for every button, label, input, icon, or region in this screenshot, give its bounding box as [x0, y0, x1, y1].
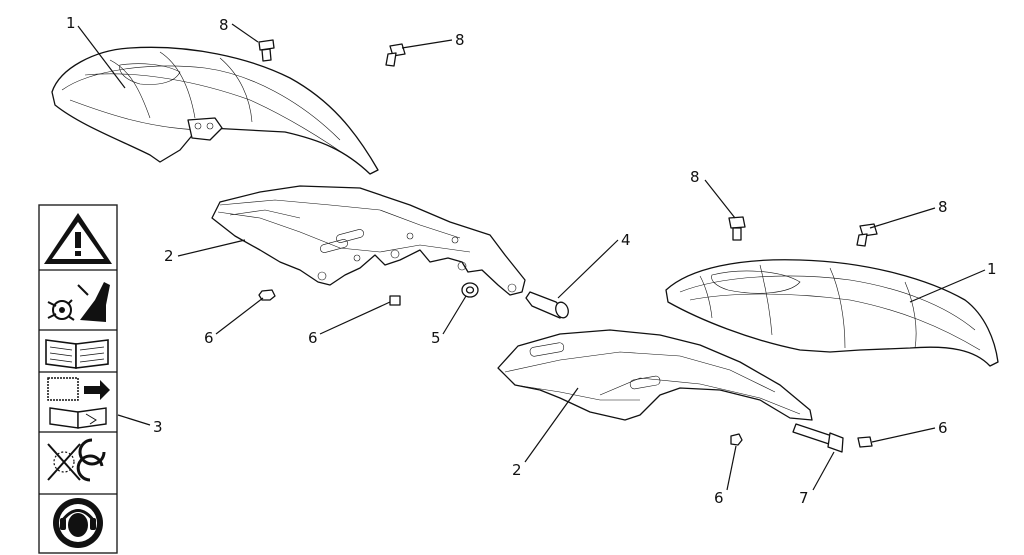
callout-6a: 6: [204, 329, 214, 347]
callout-6c: 6: [714, 489, 724, 507]
washer-part-5: [461, 282, 479, 298]
callout-1a: 1: [66, 14, 76, 32]
callout-5: 5: [431, 329, 441, 347]
bracket-part-2-lower: [497, 329, 813, 421]
callout-8a: 8: [219, 16, 229, 34]
cover-part-1-left: [51, 46, 379, 175]
safety-label-panel: [38, 204, 118, 554]
manual-book-icon: [45, 339, 109, 369]
rotating-blade-foot-icon: [47, 282, 110, 322]
bolt-part-7: [792, 423, 844, 453]
callout-2a: 2: [164, 247, 174, 265]
bolt-part-8a: [258, 39, 275, 62]
callout-4: 4: [621, 231, 631, 249]
callout-8c: 8: [690, 168, 700, 186]
sleeve-part-4: [525, 291, 569, 319]
callout-8d: 8: [938, 198, 948, 216]
callout-2b: 2: [512, 461, 522, 479]
nut-part-6d: [857, 436, 873, 448]
leader-lines: [77, 23, 986, 491]
bracket-part-2-upper: [211, 185, 526, 296]
callout-8b: 8: [455, 31, 465, 49]
callout-3: 3: [153, 418, 163, 436]
nut-part-6b: [389, 295, 401, 306]
nut-part-6c: [730, 433, 743, 446]
bolt-part-8b: [385, 43, 406, 67]
nut-part-6a: [258, 289, 276, 301]
callout-6d: 6: [938, 419, 948, 437]
callout-7: 7: [799, 489, 809, 507]
callout-labels: 1 8 8 2 4 8 8 1 6 6 5 3 2 6 7 6: [66, 14, 997, 507]
warning-triangle-icon: [44, 213, 112, 264]
no-passenger-rotation-icon: [47, 438, 106, 482]
bolt-part-8c: [728, 216, 746, 241]
callout-6b: 6: [308, 329, 318, 347]
ear-protection-icon: [53, 498, 103, 548]
maintenance-read-manual-icon: [47, 377, 110, 429]
cover-part-1-right: [665, 259, 999, 367]
callout-1b: 1: [987, 260, 997, 278]
